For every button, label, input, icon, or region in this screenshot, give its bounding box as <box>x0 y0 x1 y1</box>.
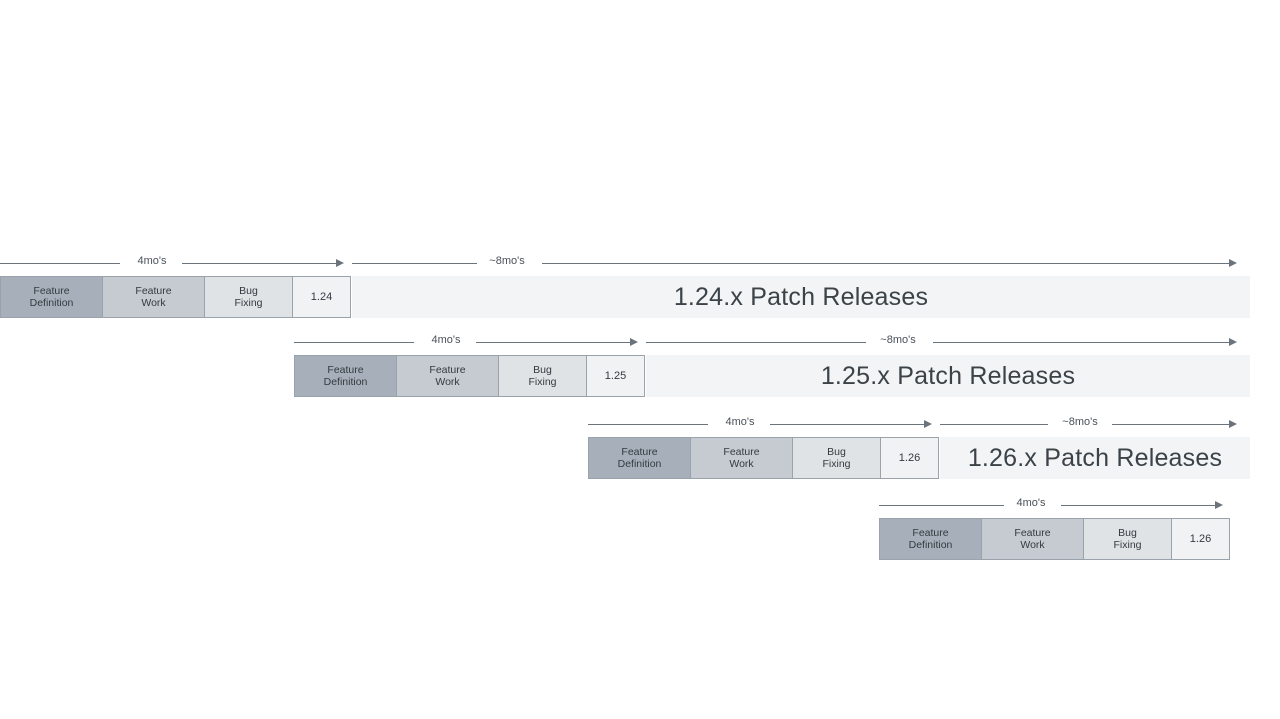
arrow-line-left <box>879 505 1004 506</box>
patch-duration-label: ~8mo's <box>880 334 916 346</box>
patch-duration-arrow-1-24: ~8mo's <box>352 255 1238 273</box>
arrow-line-right <box>476 342 631 343</box>
patch-release-bar-1-24: 1.24.x Patch Releases <box>352 276 1250 318</box>
patch-release-label: 1.25.x Patch Releases <box>820 361 1076 390</box>
dev-duration-arrow-1-25: 4mo's <box>294 334 639 352</box>
version-label: 1.24 <box>310 290 333 303</box>
arrow-line-left <box>588 424 708 425</box>
version-label: 1.26 <box>1189 532 1212 545</box>
arrow-line-right <box>770 424 925 425</box>
arrow-head-icon <box>924 420 932 428</box>
phase-version-milestone[interactable]: 1.25 <box>586 355 645 397</box>
phase-version-milestone[interactable]: 1.24 <box>292 276 351 318</box>
phase-version-milestone[interactable]: 1.26 <box>880 437 939 479</box>
dev-duration-label: 4mo's <box>137 255 167 267</box>
timeline-row-1-26: 4mo's ~8mo's 1.26.x Patch Releases Featu… <box>588 410 1250 500</box>
dev-duration-label: 4mo's <box>725 416 755 428</box>
timeline-row-1-25: 4mo's ~8mo's 1.25.x Patch Releases Featu… <box>294 327 1250 417</box>
patch-duration-arrow-1-26: ~8mo's <box>940 416 1238 434</box>
dev-duration-arrow-1-26: 4mo's <box>588 416 933 434</box>
arrow-line-left <box>294 342 414 343</box>
patch-release-label: 1.24.x Patch Releases <box>673 282 929 311</box>
version-label: 1.26 <box>898 451 921 464</box>
patch-release-bar-1-26: 1.26.x Patch Releases <box>940 437 1250 479</box>
dev-duration-arrow-1-24: 4mo's <box>0 255 345 273</box>
arrow-line-right <box>933 342 1229 343</box>
patch-duration-arrow-1-25: ~8mo's <box>646 334 1238 352</box>
timeline-row-1-24: 4mo's ~8mo's 1.24.x Patch Releases Featu… <box>0 246 1250 336</box>
dev-duration-arrow-1-26-next: 4mo's <box>879 497 1224 515</box>
arrow-line-left <box>0 263 120 264</box>
arrow-line-right <box>182 263 337 264</box>
arrow-head-icon <box>1229 259 1237 267</box>
version-label: 1.25 <box>604 369 627 382</box>
patch-duration-label: ~8mo's <box>1062 416 1098 428</box>
patch-release-label: 1.26.x Patch Releases <box>967 443 1223 472</box>
arrow-line-left <box>646 342 866 343</box>
dev-duration-label: 4mo's <box>431 334 461 346</box>
arrow-line-right <box>542 263 1230 264</box>
arrow-line-right <box>1061 505 1216 506</box>
arrow-head-icon <box>1229 338 1237 346</box>
arrow-line-left <box>352 263 477 264</box>
arrow-head-icon <box>630 338 638 346</box>
arrow-head-icon <box>1215 501 1223 509</box>
phase-version-milestone[interactable]: 1.26 <box>1171 518 1230 560</box>
arrow-line-right <box>1112 424 1230 425</box>
dev-duration-label: 4mo's <box>1016 497 1046 509</box>
patch-release-bar-1-25: 1.25.x Patch Releases <box>646 355 1250 397</box>
arrow-head-icon <box>336 259 344 267</box>
arrow-head-icon <box>1229 420 1237 428</box>
patch-duration-label: ~8mo's <box>489 255 525 267</box>
arrow-line-left <box>940 424 1048 425</box>
